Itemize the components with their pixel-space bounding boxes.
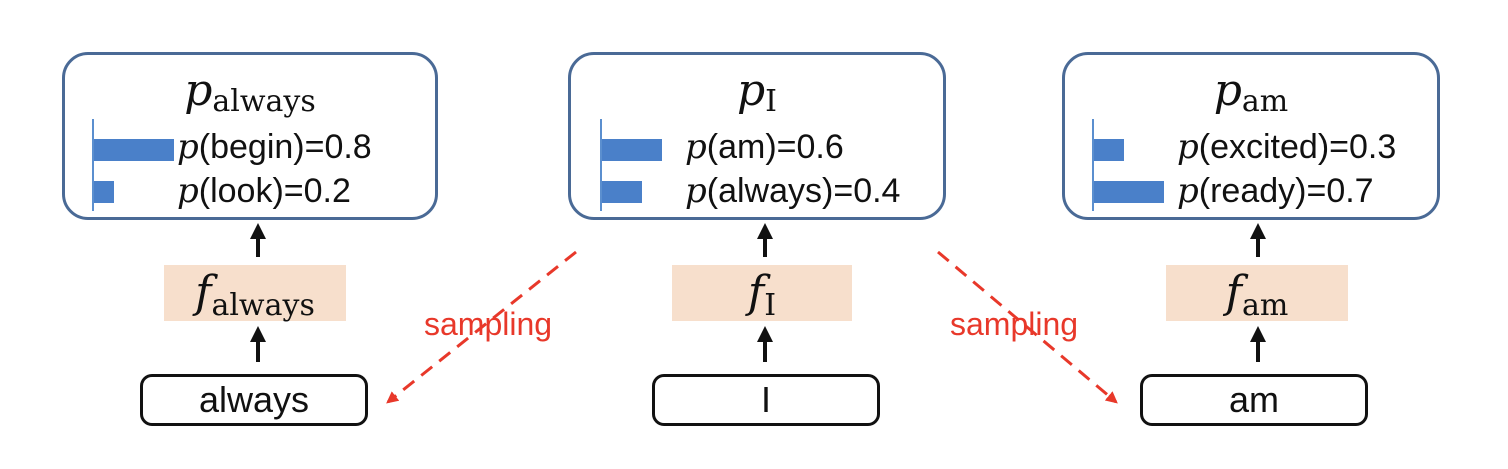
- prob-bar-am-1: [1094, 181, 1164, 203]
- distribution-box-am: pam p(excited)=0.3 p(ready)=0.7: [1062, 52, 1440, 220]
- prob-bar-always-0: [94, 139, 174, 161]
- sampling-label-right: sampling: [950, 306, 1079, 342]
- prob-label-I-1: p(always)=0.4: [685, 171, 901, 211]
- prob-bar-I-0: [602, 139, 662, 161]
- prob-bar-I-1: [602, 181, 642, 203]
- prob-label-always-1: p(look)=0.2: [177, 171, 351, 211]
- sampling-arrow-left: [386, 250, 577, 404]
- feature-box-I: fI: [672, 265, 852, 323]
- prob-axis-always: [92, 119, 94, 211]
- prob-label-am-1: p(ready)=0.7: [1177, 171, 1374, 211]
- feature-box-always: falways: [164, 265, 346, 323]
- prob-bar-always-1: [94, 181, 114, 203]
- prob-label-always-0: p(begin)=0.8: [177, 127, 372, 167]
- distribution-title-always: palways: [184, 65, 316, 119]
- token-box-am: am: [1140, 374, 1368, 426]
- token-box-always: always: [140, 374, 368, 426]
- prob-bar-am-0: [1094, 139, 1124, 161]
- prob-label-am-0: p(excited)=0.3: [1177, 127, 1397, 167]
- distribution-box-always: palways p(begin)=0.8 p(look)=0.2: [62, 52, 438, 220]
- prob-label-I-0: p(am)=0.6: [685, 127, 844, 167]
- sampling-label-left: sampling: [424, 306, 553, 342]
- token-box-I: I: [652, 374, 880, 426]
- sampling-arrow-right: [937, 250, 1118, 404]
- distribution-title-am: pam: [1213, 65, 1289, 119]
- prob-axis-I: [600, 119, 602, 211]
- distribution-box-I: pI p(am)=0.6 p(always)=0.4: [568, 52, 946, 220]
- prob-axis-am: [1092, 119, 1094, 211]
- distribution-title-I: pI: [736, 65, 778, 119]
- feature-box-am: fam: [1166, 265, 1348, 323]
